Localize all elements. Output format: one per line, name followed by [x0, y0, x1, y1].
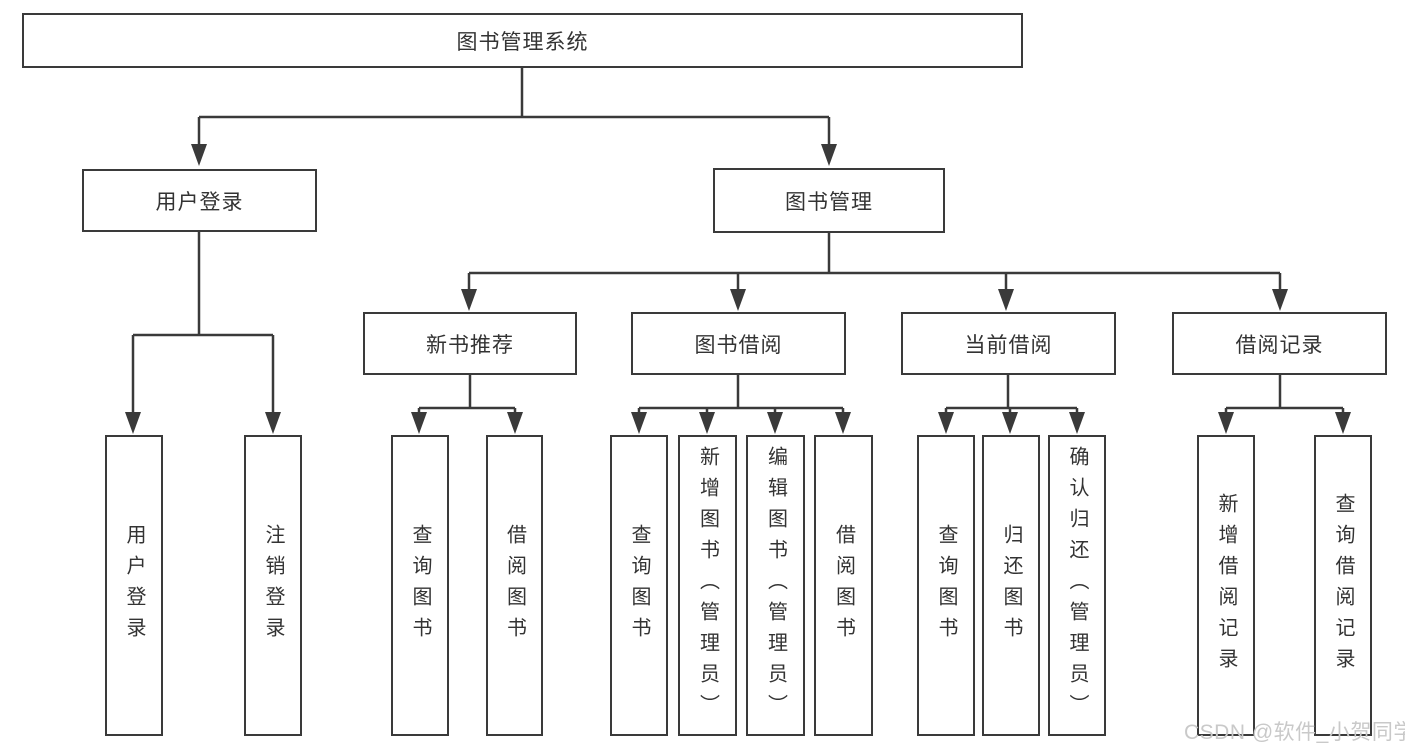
node-current-borrow: 当前借阅	[901, 312, 1116, 375]
node-label: 新书推荐	[426, 333, 514, 357]
leaf-newbook-borrow-book: 借阅图书	[486, 435, 543, 736]
node-book-borrow: 图书借阅	[631, 312, 846, 375]
node-label: 借阅记录	[1235, 333, 1324, 357]
node-user-login: 用户登录	[82, 169, 317, 232]
leaf-current-return-book: 归还图书	[982, 435, 1040, 736]
leaf-label: 编辑图书（管理员）	[764, 446, 787, 725]
leaf-borrow-borrow-book: 借阅图书	[814, 435, 873, 736]
leaf-newbook-query-book: 查询图书	[391, 435, 449, 736]
leaf-current-query-book: 查询图书	[917, 435, 975, 736]
node-label: 用户登录	[155, 190, 244, 214]
leaf-label: 用户登录	[123, 523, 145, 648]
leaf-user-login: 用户登录	[105, 435, 163, 736]
leaf-records-query-record: 查询借阅记录	[1314, 435, 1372, 736]
node-label: 图书管理	[785, 190, 873, 214]
node-new-book-recommend: 新书推荐	[363, 312, 577, 375]
leaf-label: 注销登录	[262, 523, 284, 648]
leaf-current-confirm-return-admin: 确认归还（管理员）	[1048, 435, 1106, 736]
node-label: 图书管理系统	[456, 30, 589, 54]
leaf-borrow-edit-book-admin: 编辑图书（管理员）	[746, 435, 805, 736]
leaf-label: 新增图书（管理员）	[696, 446, 719, 725]
node-label: 图书借阅	[694, 333, 783, 357]
leaf-label: 归还图书	[1000, 523, 1022, 648]
leaf-label: 查询图书	[628, 523, 650, 648]
leaf-label: 新增借阅记录	[1215, 492, 1237, 679]
leaf-label: 查询借阅记录	[1332, 492, 1354, 679]
tree-edges	[131, 68, 1345, 414]
leaf-records-add-record: 新增借阅记录	[1197, 435, 1255, 736]
node-borrow-records: 借阅记录	[1172, 312, 1387, 375]
node-label: 当前借阅	[964, 333, 1053, 357]
leaf-label: 确认归还（管理员）	[1066, 446, 1088, 725]
leaf-logout: 注销登录	[244, 435, 302, 736]
watermark: CSDN @软件_小贺同学	[1184, 721, 1405, 744]
leaf-label: 查询图书	[935, 523, 957, 648]
leaf-borrow-query-book: 查询图书	[610, 435, 668, 736]
node-book-management: 图书管理	[713, 168, 945, 233]
leaf-label: 查询图书	[409, 523, 431, 648]
leaf-borrow-add-book-admin: 新增图书（管理员）	[678, 435, 737, 736]
leaf-label: 借阅图书	[832, 523, 855, 648]
arrowhead-icons	[125, 144, 1351, 434]
node-library-system: 图书管理系统	[22, 13, 1023, 68]
leaf-label: 借阅图书	[503, 523, 526, 648]
